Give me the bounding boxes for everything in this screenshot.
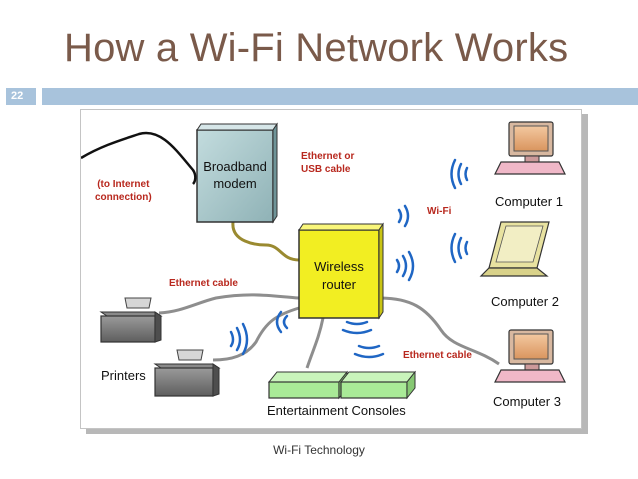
- computer1-label: Computer 1: [495, 194, 563, 209]
- console2-shape: [339, 370, 417, 400]
- router-box: [298, 222, 384, 320]
- computer3-shape: [494, 329, 566, 383]
- consoles-label: Entertainment Consoles: [267, 403, 406, 418]
- printer2-shape: [153, 349, 221, 397]
- slide-title: How a Wi-Fi Network Works: [64, 26, 569, 70]
- diagram-graphics: [81, 121, 566, 400]
- ethernet-computer3-label: Ethernet cable: [403, 350, 472, 361]
- router-computer3-cable: [378, 296, 500, 366]
- router-label: Wireless router: [314, 259, 364, 292]
- wifi-waves: [229, 158, 469, 359]
- internet-cable: [81, 131, 197, 185]
- slide-number: 22: [11, 90, 24, 102]
- router-console-cable: [305, 317, 325, 369]
- computer2-shape: [479, 221, 550, 277]
- modem-router-cable: [231, 221, 300, 262]
- console1-shape: [267, 370, 349, 400]
- internet-connection-label: (to Internet connection): [95, 179, 152, 203]
- slide-footer: Wi-Fi Technology: [273, 443, 365, 457]
- modem-label: Broadband modem: [203, 159, 267, 191]
- printer1-shape: [99, 297, 163, 343]
- router-printer-cable: [158, 293, 300, 315]
- network-diagram: Broadband modem Wireless router Computer…: [80, 109, 582, 429]
- computer2-label: Computer 2: [491, 294, 559, 309]
- modem-box: [196, 122, 278, 224]
- slide-number-box: [6, 88, 36, 105]
- computer3-label: Computer 3: [493, 394, 561, 409]
- wifi-label: Wi-Fi: [427, 206, 452, 217]
- ethernet-printers-label: Ethernet cable: [169, 278, 238, 289]
- header-bar: [42, 88, 638, 105]
- computer1-shape: [494, 121, 566, 175]
- router-printer2-cable: [212, 306, 300, 362]
- printers-label: Printers: [101, 368, 146, 383]
- ethernet-usb-label: Ethernet or USB cable: [301, 151, 355, 175]
